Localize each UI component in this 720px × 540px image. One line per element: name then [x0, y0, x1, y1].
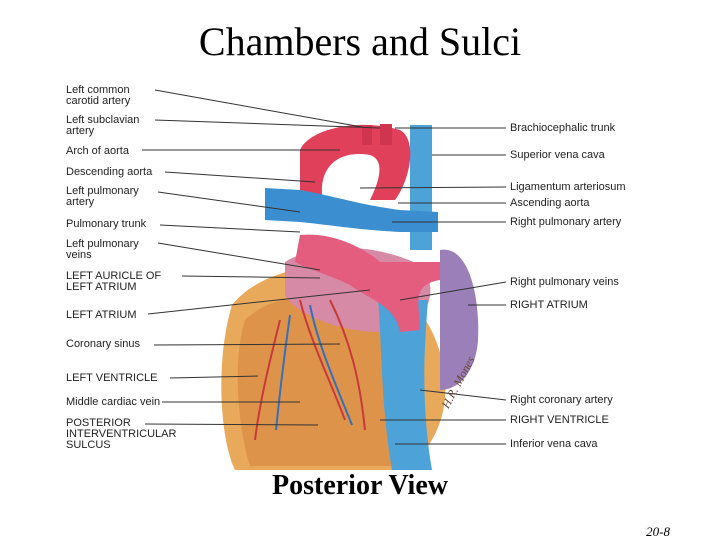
label-pulmonary-trunk: Pulmonary trunk — [66, 218, 147, 230]
cardiac-vein — [275, 304, 353, 431]
label-posterior-interventricular-sulcus: POSTERIOR INTERVENTRICULAR SULCUS — [66, 417, 177, 451]
label-left-ventricle: LEFT VENTRICLE — [66, 372, 158, 384]
inferior-vena-cava — [378, 300, 432, 470]
label-coronary-sinus: Coronary sinus — [66, 338, 140, 350]
right-atrium — [440, 249, 479, 390]
label-left-pulmonary-veins: Left pulmonary veins — [66, 238, 139, 261]
aortic-arch — [300, 124, 411, 200]
label-left-auricle-of-left-atrium: LEFT AURICLE OF LEFT ATRIUM — [66, 270, 162, 293]
coronary-artery — [254, 299, 366, 441]
label-ascending-aorta: Ascending aorta — [510, 197, 590, 209]
pulmonary-artery — [265, 188, 438, 232]
label-right-pulmonary-veins: Right pulmonary veins — [510, 276, 619, 288]
label-right-ventricle: RIGHT VENTRICLE — [510, 414, 609, 426]
label-middle-cardiac-vein: Middle cardiac vein — [66, 396, 161, 408]
label-left-atrium: LEFT ATRIUM — [66, 309, 137, 321]
label-left-common-carotid-artery: Left common carotid artery — [66, 84, 131, 107]
right-leader-lines — [359, 127, 507, 445]
view-caption: Posterior View — [272, 470, 448, 501]
label-brachiocephalic-trunk: Brachiocephalic trunk — [510, 122, 616, 134]
label-arch-of-aorta: Arch of aorta — [66, 145, 129, 157]
label-left-pulmonary-artery: Left pulmonary artery — [66, 185, 139, 208]
label-descending-aorta: Descending aorta — [66, 166, 153, 178]
slide-title: Chambers and Sulci — [198, 19, 522, 64]
left-leader-lines — [142, 89, 381, 426]
label-ligamentum-arteriosum: Ligamentum arteriosum — [510, 181, 626, 193]
label-right-atrium: RIGHT ATRIUM — [510, 299, 588, 311]
label-inferior-vena-cava: Inferior vena cava — [510, 438, 598, 450]
slide-number: 20-8 — [646, 524, 670, 539]
brachiocephalic-vessels — [362, 124, 392, 145]
label-superior-vena-cava: Superior vena cava — [510, 149, 605, 161]
pulmonary-veins — [295, 234, 440, 332]
label-right-coronary-artery: Right coronary artery — [510, 394, 613, 406]
label-right-pulmonary-artery: Right pulmonary artery — [510, 216, 622, 228]
label-left-subclavian-artery: Left subclavian artery — [66, 114, 140, 137]
